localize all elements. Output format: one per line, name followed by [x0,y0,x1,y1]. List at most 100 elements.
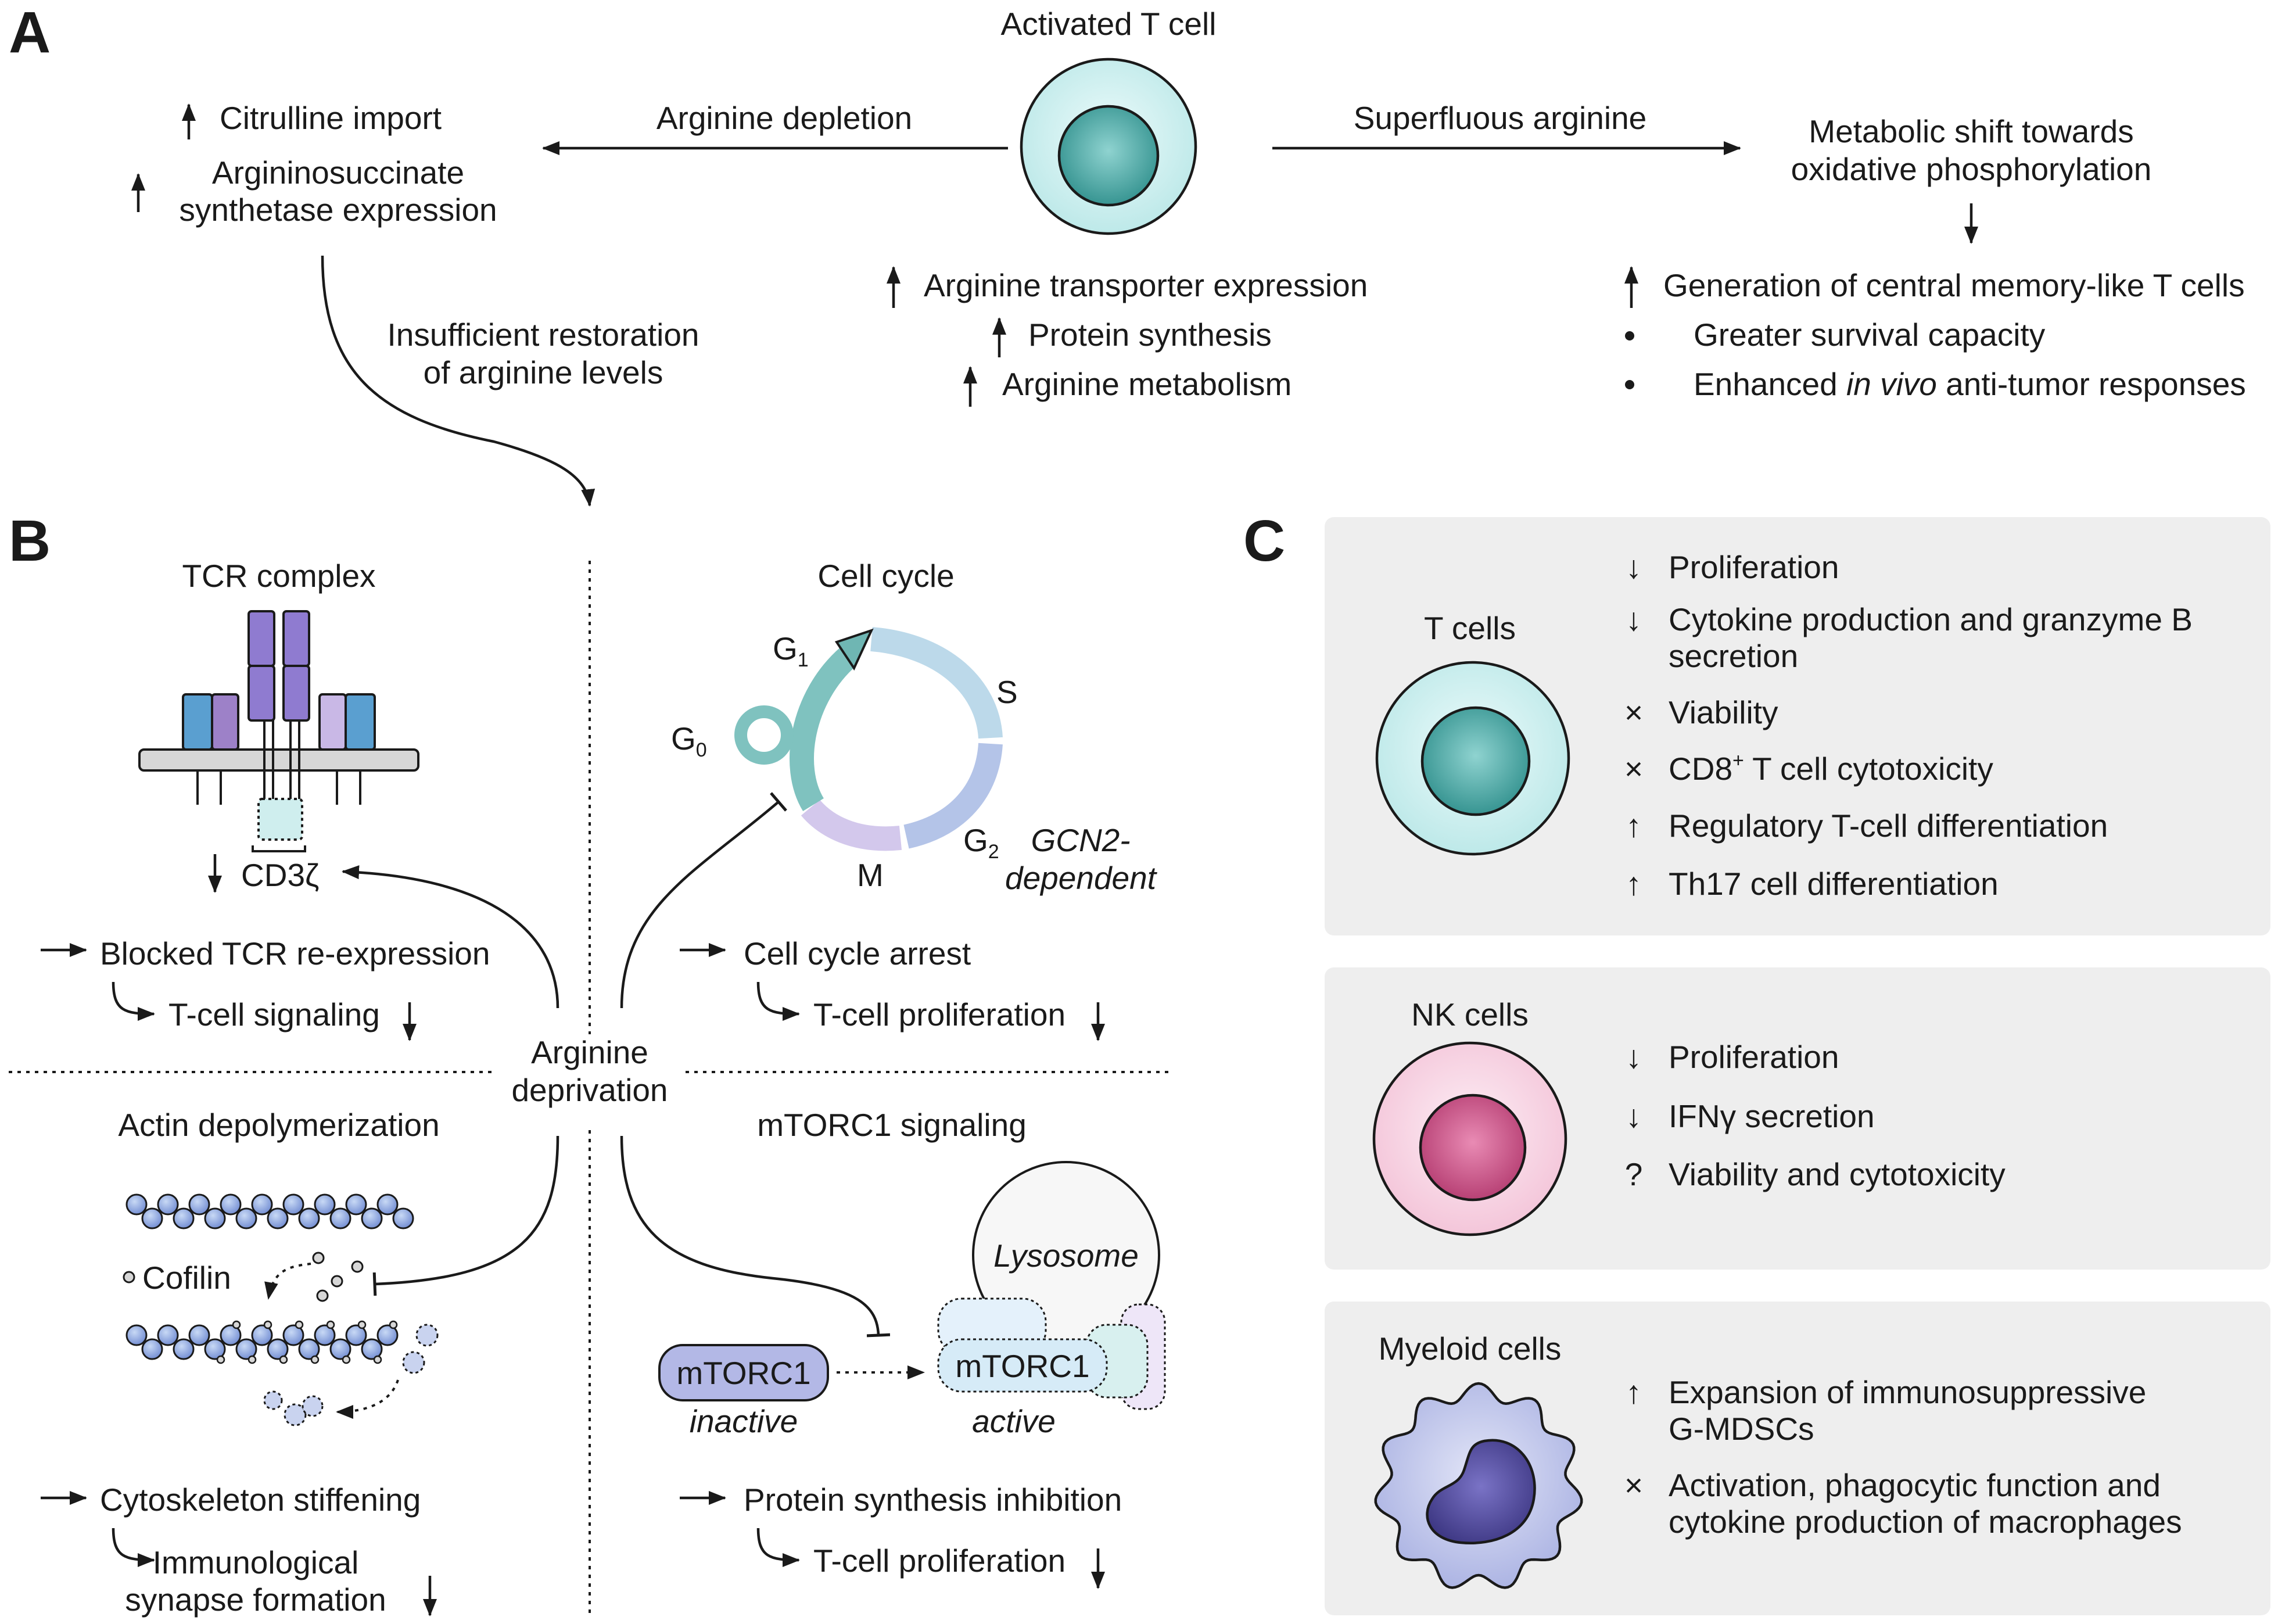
elbow-arrow-icon [756,1528,800,1567]
effect-text: Viability [1669,694,1778,730]
effect-symbol: ↓ [1626,1098,1642,1134]
t-cells-title: T cells [1424,610,1516,646]
effect-text: Proliferation [1669,1039,1839,1075]
mtorc1-inactive-box [658,1344,829,1401]
actin-bead [204,1207,226,1229]
myeloid-cells-title: Myeloid cells [1379,1331,1562,1367]
synapse-line2: synapse formation [125,1582,386,1618]
effect-symbol: ↑ [1626,808,1642,844]
actin-bead [125,1324,148,1346]
elbow-arrow-icon [756,981,800,1021]
insufficient-restoration-arrow [321,255,595,507]
actin-bead [282,1324,304,1346]
tcr-complex-illustration [138,610,419,852]
cofilin-dotted-arrow [264,1263,311,1300]
actin-bead [329,1207,351,1229]
actin-bead [235,1207,257,1229]
actin-bead [392,1207,414,1229]
fragment-dotted-arrow [336,1379,399,1419]
panel-label-a: A [9,0,51,65]
actin-title: Actin depolymerization [118,1107,439,1143]
cofilin-label: Cofilin [142,1260,231,1296]
enhanced-responses: Enhanced in vivo anti-tumor responses [1694,366,2246,402]
actin-bead [361,1207,383,1229]
myeloid-cell-nucleus [1426,1439,1536,1544]
g1-label: G1 [773,630,809,671]
citrulline-import: Citrulline import [220,100,442,136]
insufficient-line2: of arginine levels [424,354,663,390]
active-label: active [972,1403,1056,1439]
effect-text: IFNγ secretion [1669,1098,1875,1134]
elbow-arrow-icon [112,981,155,1021]
actin-bead [173,1207,195,1229]
cofilin-bead [263,1320,272,1329]
g2-label: G2 [963,822,999,863]
nk-cells-effects: ↓Proliferation↓IFNγ secretion?Viability … [1625,1039,2006,1192]
g0-label: G0 [671,720,707,761]
actin-bead [298,1338,320,1360]
effect-text: Th17 cell differentiation [1669,866,1999,902]
actin-bead [267,1338,289,1360]
nk-cells-title: NK cells [1411,996,1529,1033]
cell-cycle-title: Cell cycle [817,558,954,594]
cytoskeleton-stiffening: Cytoskeleton stiffening [100,1482,421,1518]
actin-bead [188,1324,210,1346]
t-cells-effects: ↓Proliferation↓Cytokine production and g… [1624,549,2193,902]
cofilin-bead [326,1320,335,1329]
cofilin-bead [247,1355,257,1364]
actin-bead [157,1193,179,1216]
ass-line1: Argininosuccinate [212,155,464,191]
effect-symbol: ↑ [1626,866,1642,902]
actin-bead [157,1324,179,1346]
arginine-deprivation-line2: deprivation [511,1072,668,1108]
tcr-complex-title: TCR complex [182,558,375,594]
metabolic-shift-line1: Metabolic shift towards [1809,113,2133,149]
t-cell-proliferation-1: T-cell proliferation [813,996,1066,1033]
lysosome-illustration [937,1161,1166,1410]
lysosome-label: Lysosome [993,1238,1139,1274]
cofilin-bead [232,1320,241,1329]
cell-cycle-illustration [734,627,1003,851]
actin-bead [220,1193,242,1216]
metabolic-shift-line2: oxidative phosphorylation [1791,151,2152,187]
actin-bead [141,1207,163,1229]
actin-bead [251,1193,273,1216]
mtorc1-inhibition [620,1135,891,1338]
actin-inhibition [372,1135,559,1296]
effect-symbol: ↓ [1626,1039,1642,1075]
effect-symbol: × [1624,751,1643,787]
arginine-metabolism: Arginine metabolism [1002,366,1292,402]
effect-text: CD8+ T cell cytotoxicity [1669,750,1993,787]
actin-fragments [263,1324,439,1426]
protein-synthesis-inhibition: Protein synthesis inhibition [744,1482,1122,1518]
actin-bead [282,1193,304,1216]
actin-bead [188,1193,210,1216]
cd3-downregulation-arrow [342,865,559,1009]
activated-t-cell [1020,58,1197,235]
elbow-arrow-icon [112,1528,155,1567]
actin-bead [376,1324,399,1346]
actin-bead [361,1338,383,1360]
actin-bead [314,1324,336,1346]
actin-bead [376,1193,399,1216]
cofilin-bead [373,1355,382,1364]
actin-bead [220,1324,242,1346]
nk-cell-nucleus [1419,1094,1527,1202]
actin-bead [345,1324,367,1346]
inactive-label: inactive [690,1403,798,1439]
cofilin-bead [279,1355,288,1364]
cofilin-particles [123,1252,364,1302]
cofilin-bead [295,1320,304,1329]
actin-bead [141,1338,163,1360]
effect-symbol: ↓ [1626,549,1642,585]
central-memory-generation: Generation of central memory-like T cell… [1663,267,2245,303]
t-cell-signaling: T-cell signaling [168,996,380,1033]
mtorc1-title: mTORC1 signaling [757,1107,1027,1143]
cofilin-bead [389,1320,398,1329]
actin-bead [314,1193,336,1216]
